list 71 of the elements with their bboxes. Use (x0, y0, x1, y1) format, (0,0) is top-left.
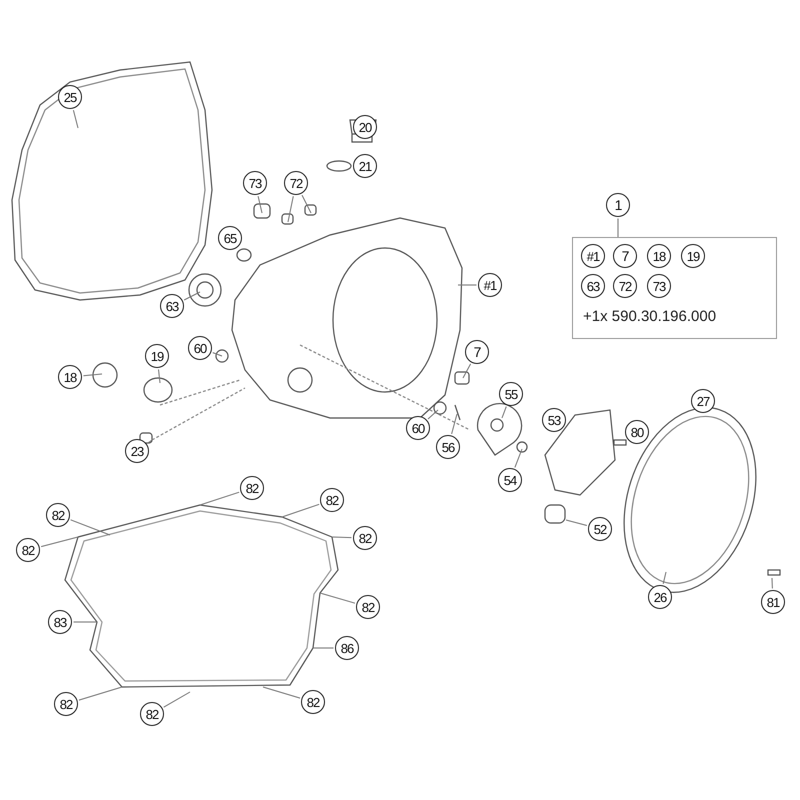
leader-line (200, 492, 240, 506)
leader-line (212, 352, 222, 356)
leader-line (772, 578, 773, 589)
callout-number: #1 (581, 244, 605, 268)
callout-number: 72 (284, 171, 308, 195)
callout-number: 1 (606, 193, 630, 217)
callout-number: 60 (406, 416, 430, 440)
leader-line (451, 414, 458, 434)
leader-line (40, 536, 78, 548)
kit-box (572, 237, 777, 339)
callout-number: 81 (761, 590, 785, 614)
leader-line (82, 374, 102, 376)
leader-line (282, 504, 320, 518)
callout-number: 52 (588, 517, 612, 541)
callout-number: 56 (436, 435, 460, 459)
leader-line (514, 448, 522, 468)
callout-number: 82 (353, 526, 377, 550)
callout-number: 55 (499, 382, 523, 406)
callout-number: 82 (301, 690, 325, 714)
callout-number: #1 (478, 273, 502, 297)
callout-number: 82 (54, 692, 78, 716)
callout-number: 18 (647, 244, 671, 268)
leader-line (70, 519, 110, 536)
leader-line (147, 440, 152, 444)
callout-number: 82 (46, 503, 70, 527)
callout-number: 63 (160, 294, 184, 318)
callout-number: 21 (353, 154, 377, 178)
callout-number: 19 (681, 244, 705, 268)
callout-number: 82 (356, 595, 380, 619)
leader-line (502, 406, 507, 418)
leader-line (72, 110, 78, 128)
leader-line (662, 572, 666, 584)
callout-number: 60 (188, 336, 212, 360)
leader-line (184, 292, 200, 300)
leader-line (302, 194, 312, 214)
callout-number: 27 (691, 389, 715, 413)
callout-number: 73 (647, 274, 671, 298)
callout-number: 23 (125, 439, 149, 463)
callout-number: 82 (140, 702, 164, 726)
callout-number: 82 (240, 476, 264, 500)
callout-number: 65 (218, 226, 242, 250)
callout-number: 72 (613, 274, 637, 298)
leader-line (428, 410, 438, 420)
callout-number: 25 (58, 85, 82, 109)
callout-number: 63 (581, 274, 605, 298)
callout-number: 86 (335, 636, 359, 660)
callout-number: 54 (498, 468, 522, 492)
callout-number: 7 (613, 244, 637, 268)
callout-number: 26 (648, 585, 672, 609)
leader-line (158, 368, 160, 384)
leader-line (262, 686, 301, 699)
leader-line (288, 196, 294, 222)
callout-number: 73 (243, 171, 267, 195)
leader-line (462, 363, 472, 378)
part-number-text: +1x 590.30.196.000 (583, 308, 716, 325)
callout-number: 18 (58, 365, 82, 389)
callout-number: 82 (320, 488, 344, 512)
callout-number: 80 (625, 420, 649, 444)
leader-line (78, 686, 122, 701)
callout-number: 7 (465, 340, 489, 364)
leader-line (458, 284, 477, 286)
leader-line (332, 536, 352, 538)
callout-number: 19 (145, 344, 169, 368)
callout-number: 20 (353, 115, 377, 139)
callout-number: 53 (542, 408, 566, 432)
callout-number: 83 (48, 610, 72, 634)
leader-line (258, 196, 262, 214)
leader-line (566, 520, 588, 526)
leader-line (320, 592, 356, 604)
leader-line (163, 692, 190, 708)
callout-number: 82 (16, 538, 40, 562)
